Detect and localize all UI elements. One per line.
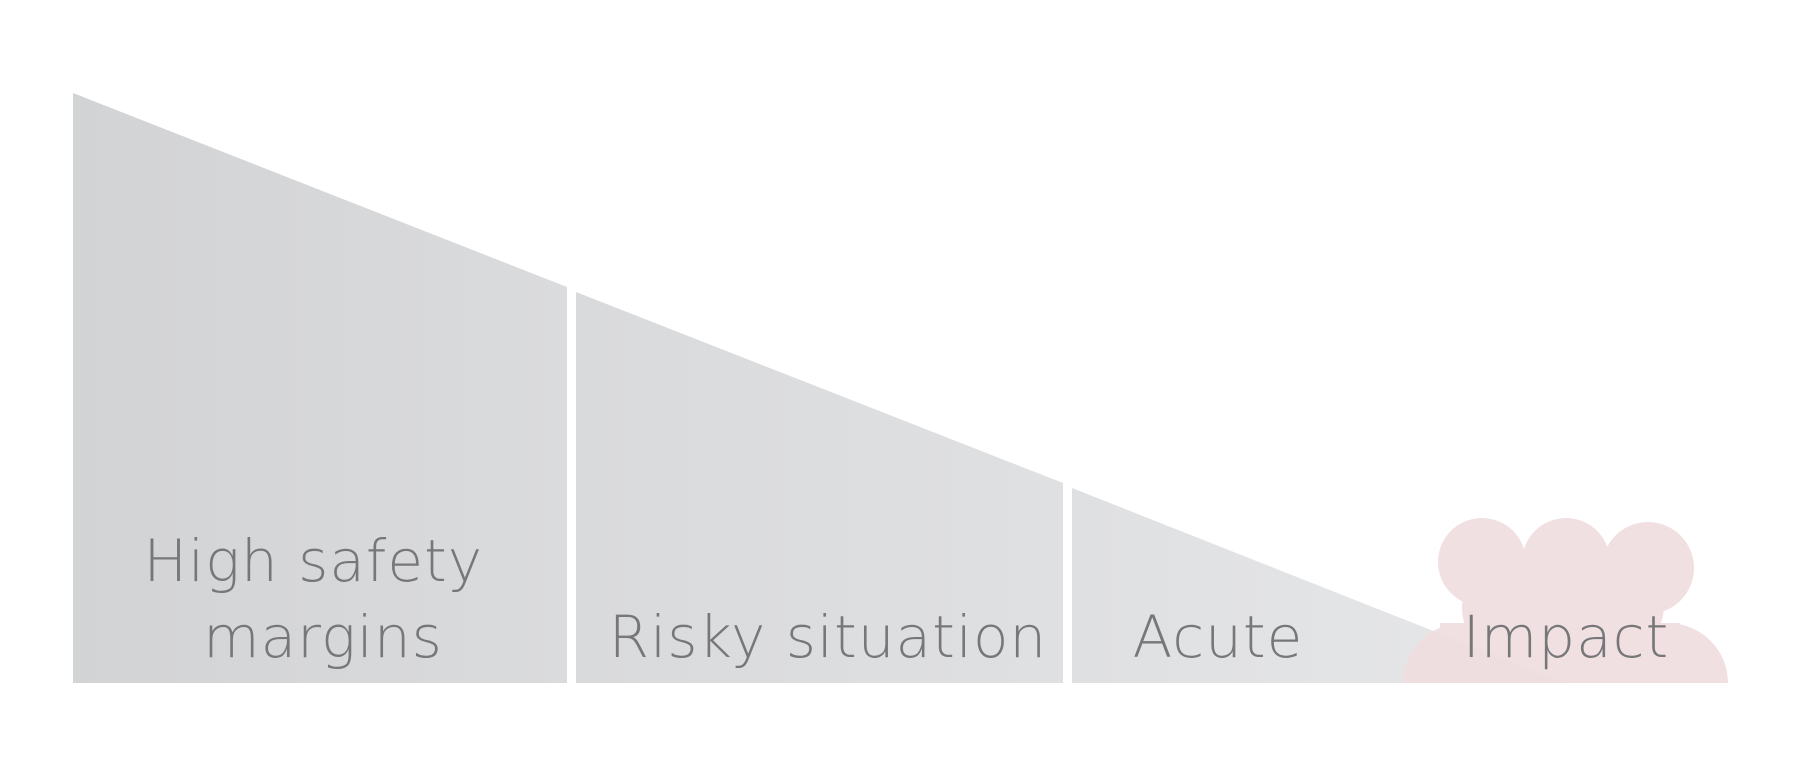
label-high-safety-line-1: High safety <box>143 527 483 595</box>
impact-cloud-shape <box>1403 518 1728 683</box>
label-acute: Acute <box>1133 603 1304 671</box>
label-high-safety-line-2: margins <box>203 603 443 671</box>
label-impact: Impact <box>1463 603 1670 671</box>
wedge-high-safety-margins <box>73 93 567 683</box>
wedge-risky-situation <box>576 292 1063 683</box>
label-high-safety-margins: High safety margins <box>143 527 502 671</box>
label-risky-situation: Risky situation <box>609 603 1047 671</box>
